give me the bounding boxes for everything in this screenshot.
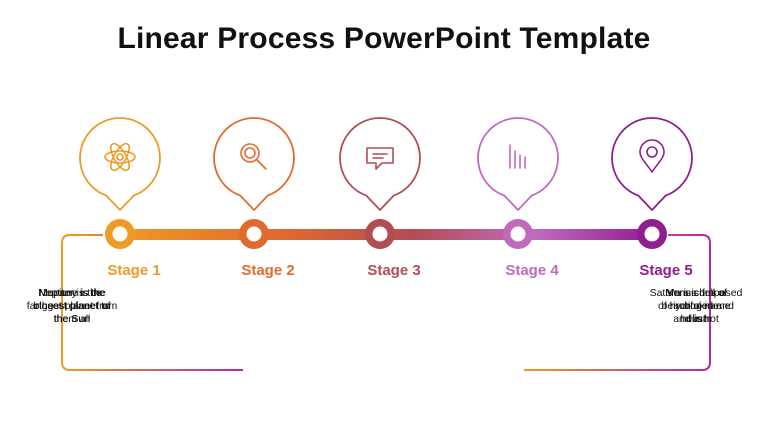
stage-4-label: Stage 4	[505, 262, 559, 279]
stage-1-node-center	[112, 226, 128, 242]
stage-2-label: Stage 2	[241, 262, 295, 279]
stage-5-label: Stage 5	[639, 262, 693, 279]
magnifier-icon	[240, 143, 267, 170]
stage-4-node-center	[510, 226, 526, 242]
stage-4-bubble	[477, 117, 559, 211]
stage-5-bubble	[611, 117, 693, 211]
stage-5-node-center	[644, 226, 660, 242]
stage-3-label: Stage 3	[367, 262, 421, 279]
stage-5	[611, 117, 693, 249]
stage-3	[339, 117, 421, 249]
left-bracket	[61, 234, 243, 371]
stage-1-label: Stage 1	[107, 262, 161, 279]
stage-3-node-center	[372, 226, 388, 242]
stage-2	[213, 117, 295, 249]
stage-4	[477, 117, 559, 249]
slide-title: Linear Process PowerPoint Template	[117, 22, 651, 55]
atom-icon	[104, 142, 136, 172]
location-pin-icon	[639, 139, 665, 173]
chat-bubble-icon	[366, 147, 394, 170]
stage-1-bubble	[79, 117, 161, 211]
stage-2-node-center	[246, 226, 262, 242]
bar-chart-icon	[509, 144, 526, 169]
stage-2-bubble	[213, 117, 295, 211]
stage-1	[79, 117, 161, 249]
right-bracket	[524, 234, 711, 371]
